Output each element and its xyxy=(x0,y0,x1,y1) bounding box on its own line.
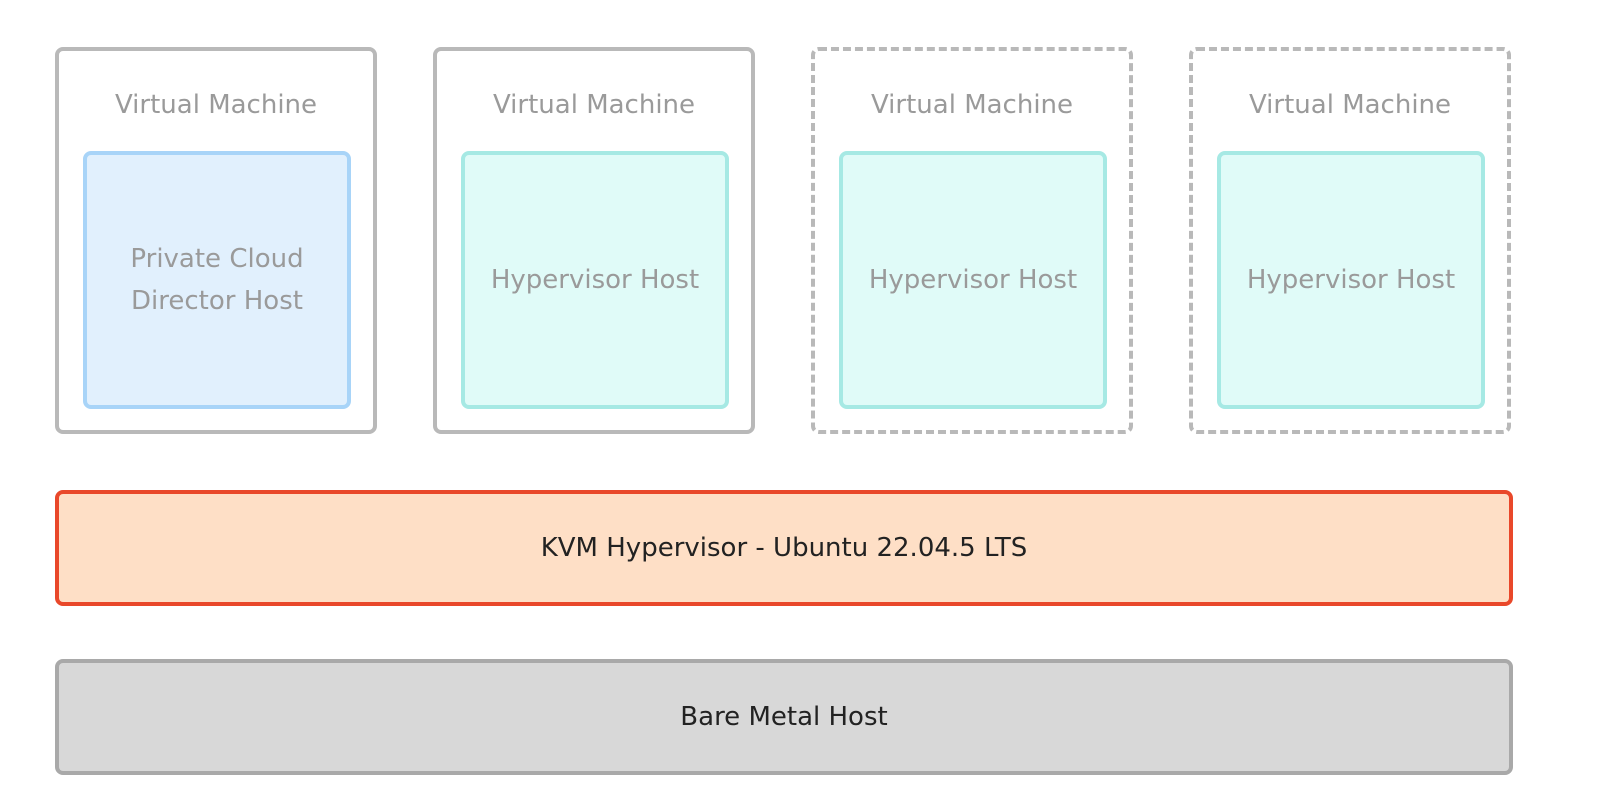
virtual-machine-box-4: Virtual Machine Hypervisor Host xyxy=(1189,47,1511,434)
vm-title-2: Virtual Machine xyxy=(492,90,696,120)
vm-title-1: Virtual Machine xyxy=(114,90,318,120)
bare-metal-host-label: Bare Metal Host xyxy=(680,702,888,732)
virtual-machine-box-1: Virtual Machine Private Cloud Director H… xyxy=(55,47,377,434)
hypervisor-host-box-1: Hypervisor Host xyxy=(461,151,729,409)
kvm-hypervisor-layer: KVM Hypervisor - Ubuntu 22.04.5 LTS xyxy=(55,490,1513,606)
virtual-machine-box-2: Virtual Machine Hypervisor Host xyxy=(433,47,755,434)
hypervisor-host-label-3: Hypervisor Host xyxy=(1246,265,1456,295)
kvm-hypervisor-label: KVM Hypervisor - Ubuntu 22.04.5 LTS xyxy=(540,533,1028,563)
vm-title-3: Virtual Machine xyxy=(870,90,1074,120)
private-cloud-director-host-box: Private Cloud Director Host xyxy=(83,151,351,409)
hypervisor-host-box-2: Hypervisor Host xyxy=(839,151,1107,409)
hypervisor-host-label-1: Hypervisor Host xyxy=(490,265,700,295)
vm-title-4: Virtual Machine xyxy=(1248,90,1452,120)
hypervisor-host-label-2: Hypervisor Host xyxy=(868,265,1078,295)
virtual-machine-box-3: Virtual Machine Hypervisor Host xyxy=(811,47,1133,434)
director-host-label: Private Cloud Director Host xyxy=(130,244,304,316)
bare-metal-host-layer: Bare Metal Host xyxy=(55,659,1513,775)
hypervisor-host-box-3: Hypervisor Host xyxy=(1217,151,1485,409)
